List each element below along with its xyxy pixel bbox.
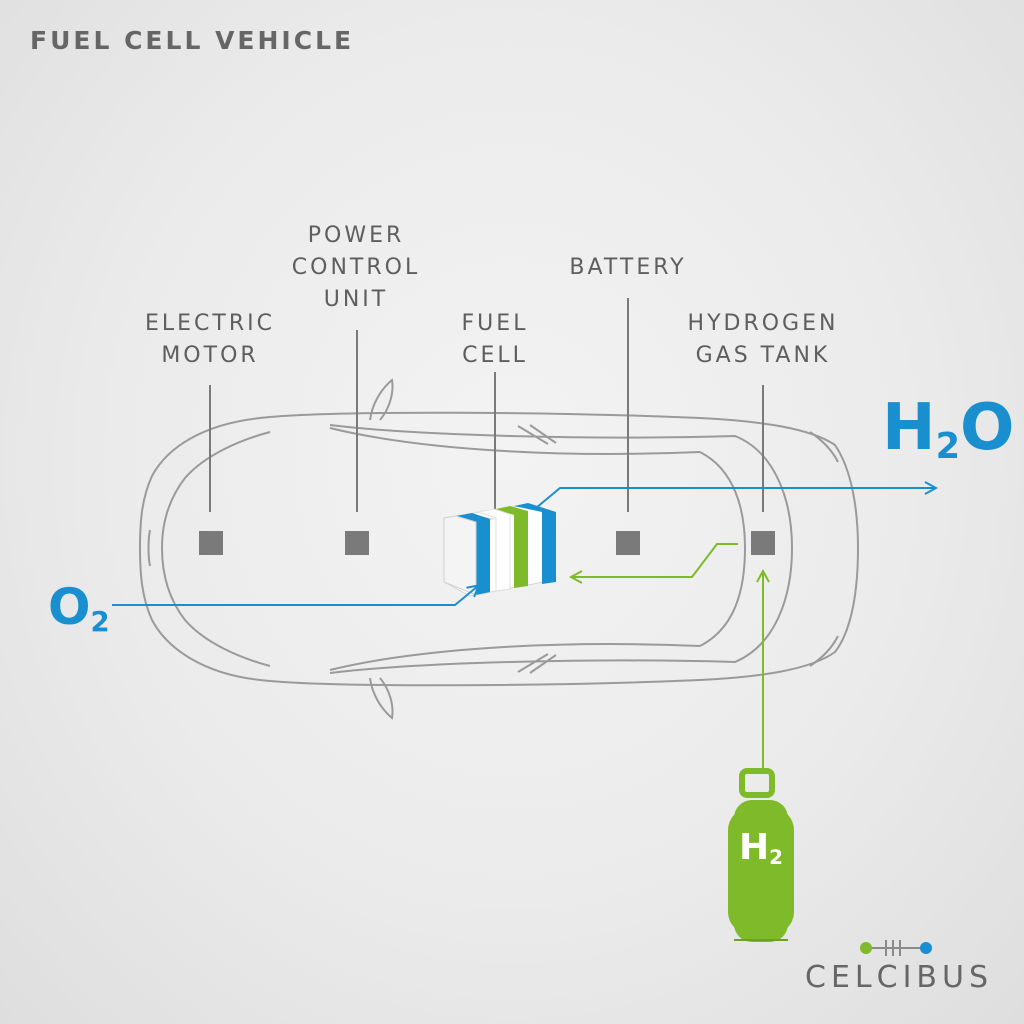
- label-hydrogen-gas-tank: HYDROGEN GAS TANK: [687, 311, 839, 368]
- hydrogen-cylinder-icon: [728, 768, 794, 942]
- oxygen-formula: O2: [48, 578, 110, 638]
- brand-name: CELCIBUS: [805, 960, 993, 995]
- electric-motor-marker: [199, 531, 223, 555]
- celcibus-logo-icon: [860, 940, 932, 956]
- label-power-control-unit: POWER CONTROL UNIT: [291, 223, 421, 312]
- hydrogen-gas-tank-marker: [751, 531, 775, 555]
- page-title: FUEL CELL VEHICLE: [30, 26, 355, 55]
- label-fuel-cell: FUEL CELL: [461, 311, 529, 368]
- hydrogen-to-fuel-cell-arrow: [572, 543, 738, 577]
- hydrogen-formula: H2: [739, 827, 783, 869]
- water-formula: H2O: [882, 391, 1015, 467]
- leader-lines: [209, 298, 764, 512]
- oxygen-input-arrow: [112, 586, 478, 606]
- power-control-unit-marker: [345, 531, 369, 555]
- car-outline: [138, 378, 860, 720]
- label-electric-motor: ELECTRIC MOTOR: [145, 311, 275, 368]
- fuel-cell-stack: [443, 503, 556, 597]
- water-output-arrow: [535, 488, 935, 509]
- battery-marker: [616, 531, 640, 555]
- label-battery: BATTERY: [569, 255, 687, 280]
